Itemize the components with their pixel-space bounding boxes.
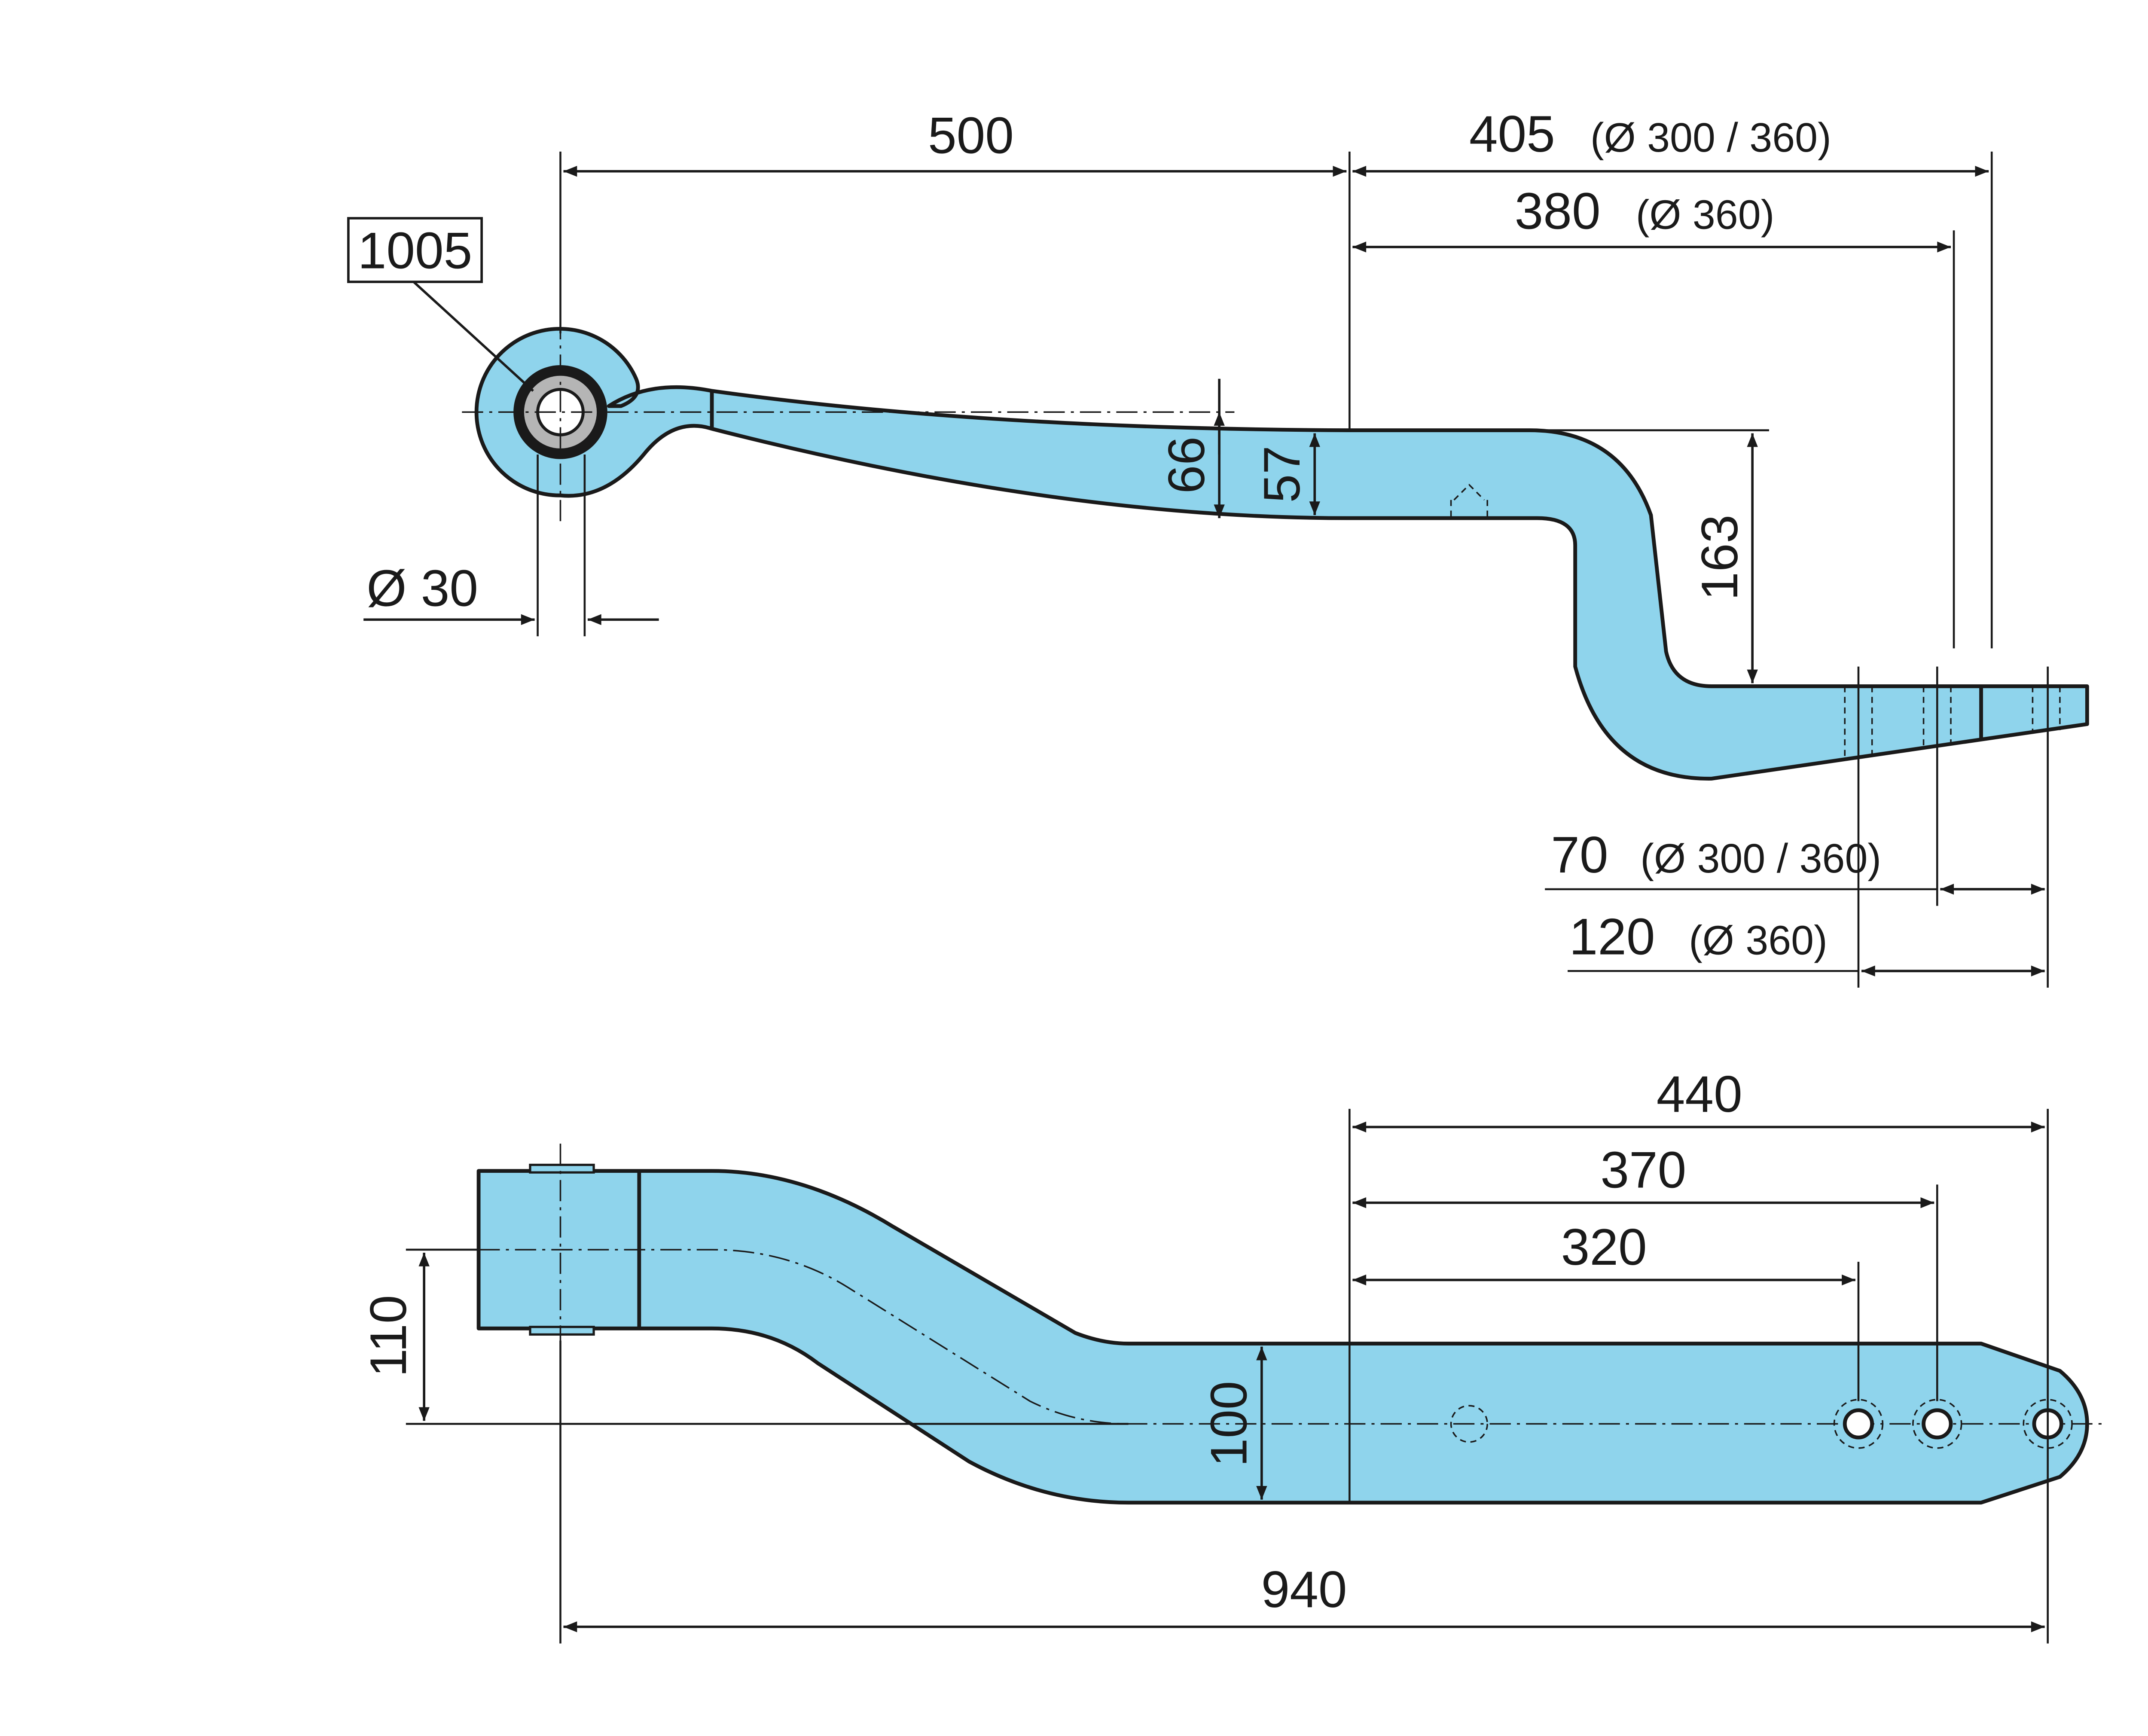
part-number-box bbox=[347, 217, 483, 283]
dim-370: 370 bbox=[1600, 1141, 1686, 1199]
dim-57: 57 bbox=[1253, 445, 1311, 503]
dim-500: 500 bbox=[928, 107, 1014, 164]
dim-405: 405 bbox=[1469, 105, 1555, 163]
dim-320: 320 bbox=[1561, 1218, 1647, 1276]
dim-405-note: (Ø 300 / 360) bbox=[1590, 115, 1831, 161]
part-number: 1005 bbox=[358, 222, 473, 279]
holes bbox=[1833, 1399, 2073, 1449]
dim-66: 66 bbox=[1158, 436, 1215, 494]
dim-100: 100 bbox=[1200, 1381, 1258, 1467]
dim-110: 110 bbox=[360, 1295, 417, 1377]
dim-380: 380 bbox=[1515, 183, 1601, 240]
leaf-spring-side bbox=[474, 327, 2089, 781]
dim-163: 163 bbox=[1691, 515, 1748, 601]
dim-70-note: (Ø 300 / 360) bbox=[1640, 836, 1881, 882]
side-view: 1005 500 405 (Ø 300 / 360) 380 (Ø 360) Ø… bbox=[347, 105, 2089, 988]
dim-940: 940 bbox=[1261, 1561, 1347, 1618]
leaf-spring-top bbox=[476, 1169, 2089, 1505]
dim-120-note: (Ø 360) bbox=[1689, 918, 1828, 963]
dim-440: 440 bbox=[1657, 1065, 1742, 1123]
dim-70: 70 bbox=[1551, 826, 1608, 884]
dim-380-note: (Ø 360) bbox=[1636, 192, 1775, 238]
dim-eye-diameter: Ø 30 bbox=[366, 560, 478, 617]
dim-120: 120 bbox=[1569, 908, 1655, 965]
top-view: 440 370 320 110 100 940 bbox=[360, 1065, 2105, 1644]
